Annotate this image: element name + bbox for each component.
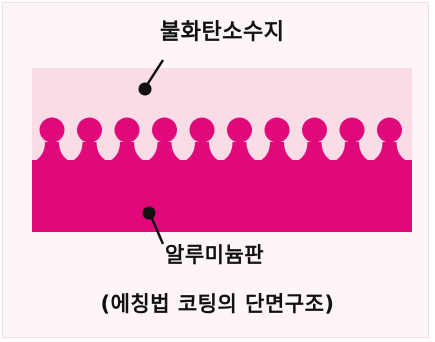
- aluminum-leader-line: [148, 213, 165, 245]
- resin-leader-dot: [138, 82, 152, 96]
- etched-anchor-neck: [108, 142, 146, 162]
- etched-anchor-head: [77, 117, 102, 143]
- etched-anchor-neck: [333, 142, 371, 162]
- etched-anchor-head: [39, 117, 65, 143]
- etched-anchor-neck: [70, 142, 109, 162]
- etched-anchor-neck: [370, 142, 409, 162]
- etched-anchor-head: [189, 117, 215, 143]
- etched-anchor-neck: [145, 142, 184, 162]
- etched-anchor-head: [152, 117, 177, 143]
- etched-anchor-neck: [295, 142, 334, 162]
- etched-anchor-head: [264, 117, 290, 143]
- aluminum-plate-base: [32, 160, 412, 232]
- etched-anchor-neck: [183, 142, 221, 162]
- etched-anchor-neck: [33, 142, 71, 162]
- etched-anchor-neck: [258, 142, 296, 162]
- diagram-caption: (에칭법 코팅의 단면구조): [100, 292, 335, 316]
- etched-anchor-head: [114, 117, 140, 143]
- aluminum-plate-layer: [32, 117, 412, 232]
- resin-layer-label: 불화탄소수지: [160, 20, 285, 45]
- etched-anchor-head: [302, 117, 327, 143]
- etched-anchor-head: [227, 117, 252, 143]
- etched-anchor-head: [377, 117, 402, 143]
- etched-anchor-head: [339, 117, 365, 143]
- aluminum-plate-label: 알루미늄판: [165, 243, 265, 267]
- aluminum-leader-dot: [142, 206, 156, 220]
- etched-anchor-neck: [220, 142, 259, 162]
